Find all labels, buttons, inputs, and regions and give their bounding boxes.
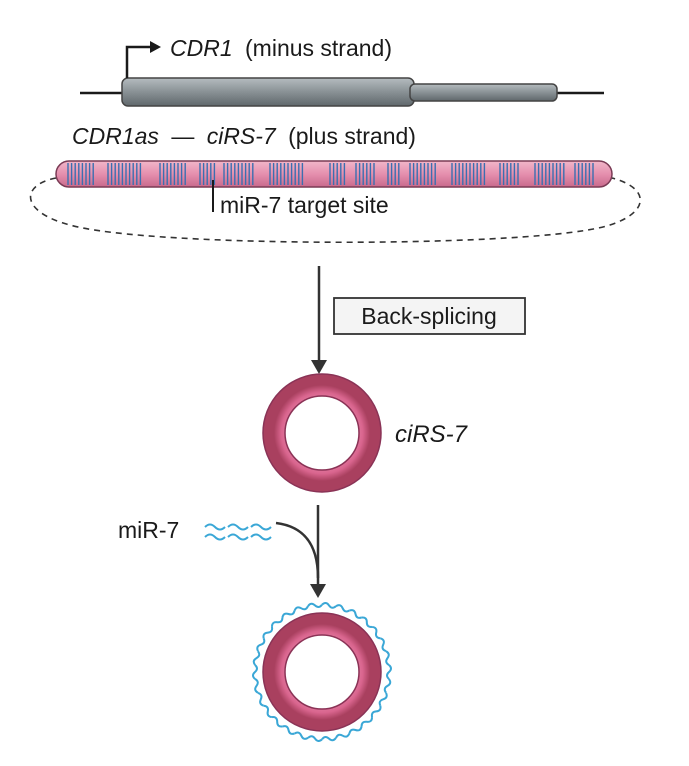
bound-mir7-strand xyxy=(281,610,296,618)
mir7-strand xyxy=(227,533,249,541)
back-splicing-box xyxy=(333,297,526,335)
bound-mir7-strand xyxy=(335,604,350,613)
bound-mir7-strand xyxy=(383,678,392,694)
bound-mir7-strand xyxy=(386,664,392,680)
mir7-strand xyxy=(250,523,272,531)
bound-mir7-strand xyxy=(252,650,261,666)
bound-mir7-strand xyxy=(380,637,387,653)
mir7-strand xyxy=(204,533,226,541)
bound-mir7-icons xyxy=(252,602,392,742)
bound-mir7-strand xyxy=(360,717,374,727)
cirs7-bound-ring xyxy=(262,612,382,732)
plus-strand-transcript xyxy=(55,160,613,188)
tss-arrow-icon xyxy=(125,41,161,78)
bound-mir7-strand xyxy=(349,609,362,619)
antisense-title: CDR1as — ciRS-7 (plus strand) xyxy=(72,123,416,149)
bound-mir7-strand xyxy=(321,735,337,742)
gene-name: CDR1 xyxy=(170,35,233,61)
bound-mir7-strand xyxy=(378,692,388,707)
bound-mir7-strand xyxy=(370,705,382,718)
antisense-strand-label: (plus strand) xyxy=(288,123,416,149)
mir7-squiggle-icon xyxy=(204,523,272,541)
bound-mir7-strand xyxy=(257,691,264,707)
bound-mir7-strand xyxy=(294,731,309,740)
bound-mir7-strand xyxy=(282,725,295,735)
antisense-name2: ciRS-7 xyxy=(207,123,277,149)
cdr1-gene-body xyxy=(121,77,558,107)
bound-mir7-strand xyxy=(348,726,363,734)
back-splicing-label: Back-splicing xyxy=(361,303,497,329)
antisense-dash: — xyxy=(171,123,194,149)
gene-title: CDR1 (minus strand) xyxy=(170,35,392,61)
binding-arrowhead-icon xyxy=(310,584,326,598)
mir7-strand xyxy=(250,533,272,541)
gene-strand-label: (minus strand) xyxy=(245,35,392,61)
antisense-name1: CDR1as xyxy=(72,123,159,149)
cirs7-ring xyxy=(262,373,382,493)
bound-mir7-strand xyxy=(321,602,337,609)
cirs7-label: ciRS-7 xyxy=(395,421,469,448)
bound-mir7-strand xyxy=(307,602,323,609)
bound-mir7-strand xyxy=(293,605,309,611)
target-site-stripes xyxy=(67,163,594,185)
bound-mir7-strand xyxy=(254,678,259,694)
back-splicing-arrowhead-icon xyxy=(311,360,327,374)
bound-mir7-strand xyxy=(256,637,266,652)
bound-mir7-strand xyxy=(262,626,274,639)
mir7-strand xyxy=(204,523,226,531)
bound-mir7-strand xyxy=(271,716,283,728)
mir7-strand xyxy=(227,523,249,531)
bound-mir7-strand xyxy=(385,650,390,666)
bound-mir7-strand xyxy=(307,735,323,742)
bound-mir7-strand xyxy=(371,625,381,640)
target-site-label: miR-7 target site xyxy=(220,192,389,218)
bound-mir7-strand xyxy=(252,664,258,680)
bound-mir7-strand xyxy=(361,616,373,628)
binding-curve-arrow xyxy=(275,521,320,579)
bound-mir7-strand xyxy=(335,733,351,739)
bound-mir7-strand xyxy=(263,704,273,719)
bound-mir7-strand xyxy=(270,617,284,627)
mir7-label: miR-7 xyxy=(118,517,179,543)
